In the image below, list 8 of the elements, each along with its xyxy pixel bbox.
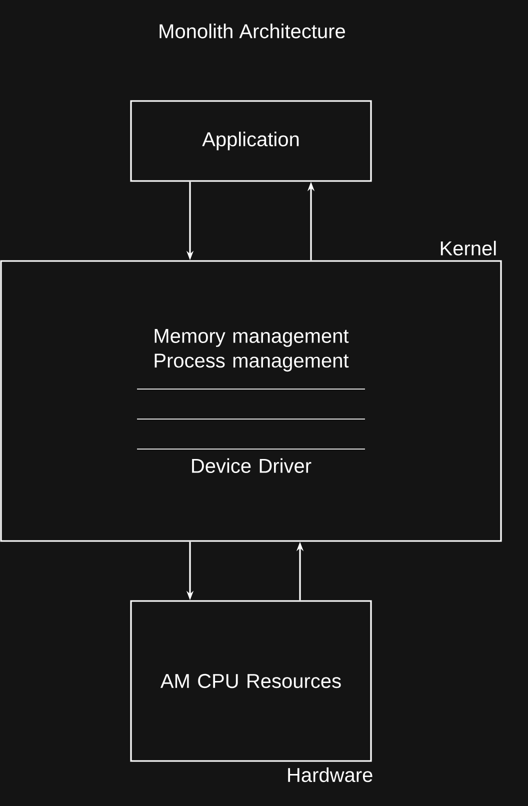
node-label: Device Driver (192, 458, 312, 473)
heading: Kernel (440, 240, 496, 256)
heading: Hardware (288, 767, 372, 782)
box: AM CPU Resources (130, 600, 372, 762)
box: Application (130, 100, 372, 182)
node-label: Memory management Process management (154, 329, 349, 372)
box: Memory management Process management Device Driver (0, 260, 502, 542)
title: Monolith Architecture (160, 24, 345, 38)
